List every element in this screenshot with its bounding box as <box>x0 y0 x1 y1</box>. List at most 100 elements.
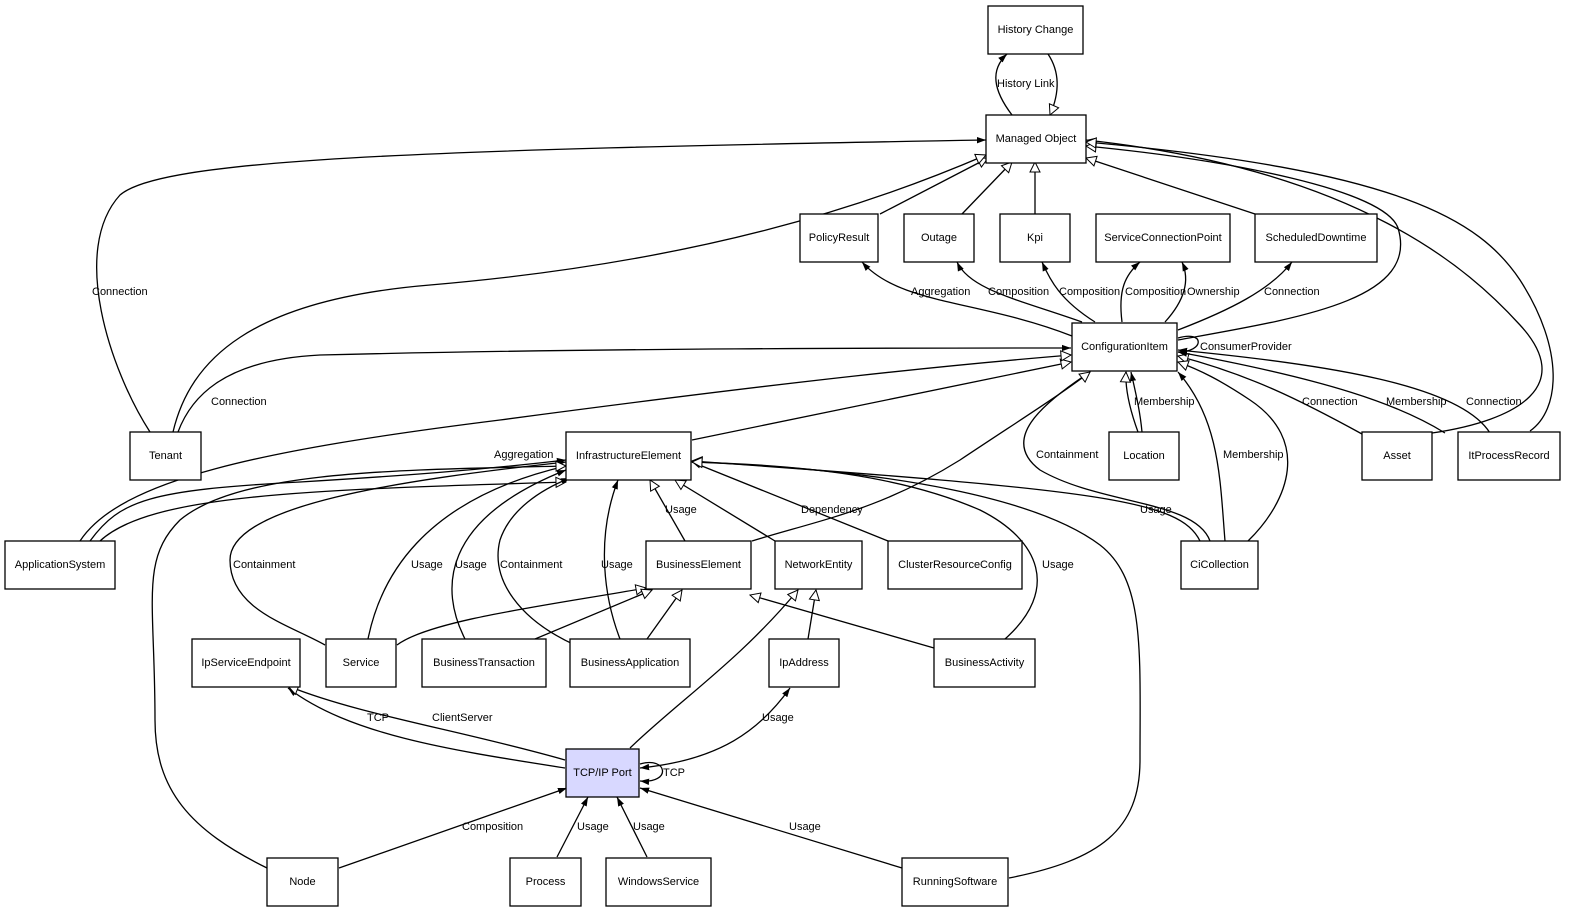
edge-cicollection-usage-infrastructure <box>692 461 1201 542</box>
edge-label-clientserver: ClientServer <box>432 712 493 724</box>
edge-ba-usage-infrastructure <box>603 479 621 640</box>
edge-label-service-containment: Containment <box>233 559 295 571</box>
edge-itprocessrecord-managed-object <box>1086 142 1554 432</box>
edge-ci-connection-scheduled-downtime <box>1177 261 1293 331</box>
node-business-application[interactable]: BusinessApplication <box>569 638 691 688</box>
edge-label-tenant-connection-ci: Connection <box>211 396 267 408</box>
node-business-activity[interactable]: BusinessActivity <box>933 638 1036 688</box>
edge-tcpip-tcp-self <box>639 761 664 786</box>
node-node[interactable]: Node <box>266 857 339 907</box>
edge-tenant-inherits-managed-object <box>172 155 986 433</box>
edge-scheduled-downtime-inherits-managed-object <box>1086 158 1256 215</box>
edge-label-cicollection-usage: Usage <box>1140 504 1172 516</box>
edge-label-ci-ownership: Ownership <box>1187 286 1240 298</box>
edge-ci-composition-scp <box>1120 261 1141 323</box>
svg-text:Outage: Outage <box>921 232 957 244</box>
edge-label-tcp: TCP <box>367 712 389 724</box>
node-application-system[interactable]: ApplicationSystem <box>4 540 116 590</box>
edge-label-ba-containment: Containment <box>500 559 562 571</box>
node-running-software[interactable]: RunningSoftware <box>901 857 1009 907</box>
node-history-change[interactable]: History Change <box>987 5 1084 55</box>
edge-label-ws-usage: Usage <box>633 821 665 833</box>
edge-bt-inherits-businesselement <box>534 590 652 640</box>
svg-text:PolicyResult: PolicyResult <box>809 232 870 244</box>
edge-service-containment-infrastructure <box>229 459 567 646</box>
edge-label-itpr-connection: Connection <box>1466 396 1522 408</box>
node-outage[interactable]: Outage <box>903 213 975 263</box>
node-service[interactable]: Service <box>325 638 397 688</box>
node-policy-result[interactable]: PolicyResult <box>799 213 879 263</box>
edge-label-ci-composition-kpi: Composition <box>1059 286 1120 298</box>
edge-label-cicollection-containment: Containment <box>1036 449 1098 461</box>
node-ci-collection[interactable]: CiCollection <box>1180 540 1259 590</box>
edge-itpr-connection-ci <box>1177 347 1491 434</box>
edge-label-ci-composition-scp: Composition <box>1125 286 1186 298</box>
node-it-process-record[interactable]: ItProcessRecord <box>1457 431 1561 481</box>
edge-cicollection-containment-ci <box>1023 371 1211 542</box>
edge-applicationsystem-inherits-ci <box>79 355 1071 542</box>
svg-text:CiCollection: CiCollection <box>1190 559 1249 571</box>
svg-text:ItProcessRecord: ItProcessRecord <box>1468 450 1549 462</box>
edge-itpr-membership-ci <box>1177 350 1446 434</box>
node-business-element[interactable]: BusinessElement <box>645 540 752 590</box>
edge-ci-aggregation-policyresult <box>861 261 1073 337</box>
svg-text:TCP/IP Port: TCP/IP Port <box>573 767 631 779</box>
node-network-entity[interactable]: NetworkEntity <box>774 540 863 590</box>
svg-text:RunningSoftware: RunningSoftware <box>913 876 997 888</box>
svg-text:ConfigurationItem: ConfigurationItem <box>1081 341 1168 353</box>
node-ip-service-endpoint[interactable]: IpServiceEndpoint <box>191 638 301 688</box>
svg-text:BusinessTransaction: BusinessTransaction <box>433 657 535 669</box>
svg-text:InfrastructureElement: InfrastructureElement <box>576 450 681 462</box>
edge-label-asset-connection: Connection <box>1302 396 1358 408</box>
node-tcp-ip-port[interactable]: TCP/IP Port <box>565 748 640 798</box>
edge-asset-inherits-ci <box>1178 356 1363 435</box>
svg-text:Kpi: Kpi <box>1027 232 1043 244</box>
svg-text:Managed Object: Managed Object <box>996 133 1077 145</box>
edge-label-ipaddress-usage: Usage <box>762 712 794 724</box>
svg-text:Node: Node <box>289 876 315 888</box>
svg-text:IpServiceEndpoint: IpServiceEndpoint <box>201 657 290 669</box>
edge-label-tcp-self: TCP <box>663 767 685 779</box>
edge-crc-dependency-infrastructure <box>691 461 889 542</box>
node-tenant[interactable]: Tenant <box>129 431 202 481</box>
edge-location-inherits-ci <box>1126 372 1139 433</box>
svg-text:BusinessActivity: BusinessActivity <box>945 657 1025 669</box>
node-process[interactable]: Process <box>509 857 582 907</box>
edge-label-node-composition: Composition <box>462 821 523 833</box>
node-managed-object[interactable]: Managed Object <box>985 114 1087 164</box>
edge-windowsservice-usage-tcpip <box>616 796 648 858</box>
node-service-connection-point[interactable]: ServiceConnectionPoint <box>1095 213 1231 263</box>
edge-ipaddress-inherits-networkentity <box>807 590 816 640</box>
edge-label-crc-dependency: Dependency <box>801 504 863 516</box>
edge-label-location-membership: Membership <box>1134 396 1195 408</box>
edge-bactivity-inherits-businesselement <box>750 595 935 649</box>
edge-label-bactivity-usage: Usage <box>1042 559 1074 571</box>
node-scheduled-downtime[interactable]: ScheduledDowntime <box>1254 213 1378 263</box>
edge-applicationsystem-inherits-infrastructure <box>99 482 566 542</box>
edge-networkentity-inherits-infrastructure <box>675 480 776 542</box>
edge-businesselement-usage-infrastructure <box>649 480 686 542</box>
node-location[interactable]: Location <box>1108 431 1180 481</box>
svg-text:NetworkEntity: NetworkEntity <box>785 559 853 571</box>
edge-label-tenant-connection-mo: Connection <box>92 286 148 298</box>
edge-cicollection-inherits-ci <box>1178 362 1289 542</box>
edge-ci-ownership-scp <box>1164 261 1189 323</box>
edge-label-bt-usage: Usage <box>455 559 487 571</box>
node-cluster-resource-config[interactable]: ClusterResourceConfig <box>887 540 1023 590</box>
node-business-transaction[interactable]: BusinessTransaction <box>421 638 547 688</box>
edge-ba-containment-infrastructure <box>497 477 576 646</box>
node-infrastructure-element[interactable]: InfrastructureElement <box>565 431 692 481</box>
node-asset[interactable]: Asset <box>1361 431 1433 481</box>
node-kpi[interactable]: Kpi <box>999 213 1071 263</box>
node-windows-service[interactable]: WindowsService <box>605 857 712 907</box>
node-configuration-item[interactable]: ConfigurationItem <box>1071 322 1178 372</box>
svg-text:Process: Process <box>526 876 566 888</box>
node-ip-address[interactable]: IpAddress <box>768 638 840 688</box>
edge-label-itpr-membership: Membership <box>1386 396 1447 408</box>
edge-tcpip-tcp-ipserviceendpoint <box>287 687 566 769</box>
edge-label-appsys-aggregation: Aggregation <box>494 449 553 461</box>
edge-tcpip-clientserver-ipserviceendpoint <box>288 686 566 761</box>
edge-label-cicollection-membership: Membership <box>1223 449 1284 461</box>
edge-infrastructure-inherits-ci <box>691 362 1071 441</box>
